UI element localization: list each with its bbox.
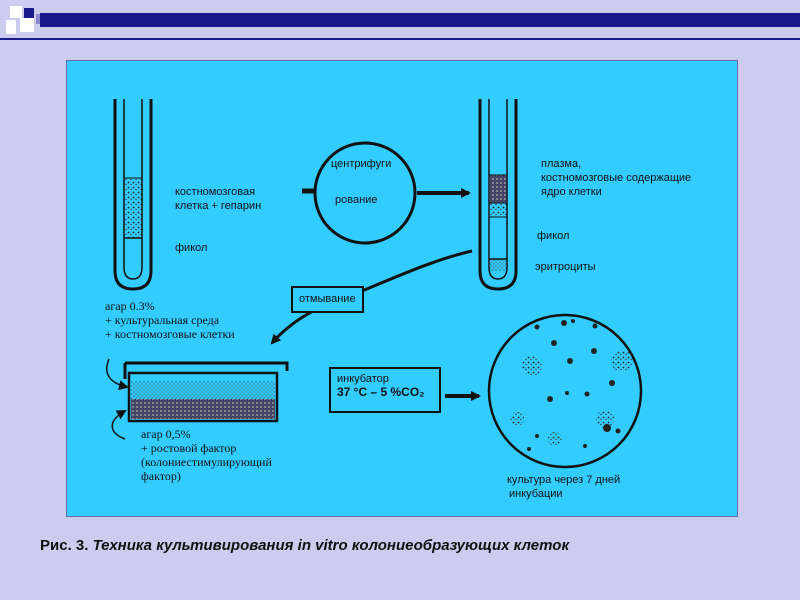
agar-top-line1: агар 0.3% [105,299,155,313]
pointer-bottom-agar [111,410,127,440]
title-divider [0,38,800,40]
centrifuge-label-line1: центрифуги [331,158,392,170]
bone-marrow-label-line2: клетка + гепарин [175,200,262,212]
agar-bottom-line1: агар 0,5% [141,427,191,441]
agar-bottom-line4: фактор) [141,469,181,483]
decor-square-1 [10,6,22,18]
agar-bottom-line2: + ростовой фактор [141,441,237,455]
decor-square-3 [24,8,34,18]
washing-box: отмывание [291,286,364,313]
centrifuge-label-line2: рование [335,194,378,206]
culture-plate [487,313,643,469]
decor-square-5 [6,20,16,34]
culture-dish [123,361,289,423]
agar-top-line3: + костномозговые клетки [105,327,235,341]
agar-top-label: агар 0.3% + культуральная среда + костно… [105,299,235,341]
incubator-title: инкубатор [337,373,389,385]
culture-label-line1: культура через 7 дней [507,474,621,486]
diagram-drawing [106,99,643,469]
diagram-figure: костномозговая клетка + гепарин фикол це… [66,60,738,517]
pointer-top-agar [106,358,129,391]
left-test-tube [113,99,153,291]
plasma-label-line1: плазма, [541,158,582,170]
decor-square-2 [20,18,34,32]
agar-top-line2: + культуральная среда [105,313,220,327]
plasma-label: плазма, костномозговые содержащие ядро к… [541,157,691,199]
bone-marrow-label: костномозговая клетка + гепарин [175,185,261,213]
erythrocytes-label: эритроциты [535,261,596,273]
bone-marrow-label-line1: костномозговая [175,186,256,198]
ficoll-left-label: фикол [175,242,208,254]
culture-label-line2: инкубации [509,488,563,500]
culture-label: культура через 7 дней инкубации [507,473,620,501]
caption-prefix: Рис. 3. [40,537,89,554]
title-bar [40,13,800,27]
incubator-box: инкубатор 37 °C – 5 %CO₂ [329,367,441,413]
plasma-label-line2: костномозговые содержащие [541,172,692,184]
figure-caption: Рис. 3. Техника культивирования in vitro… [40,537,780,554]
plasma-label-line3: ядро клетки [541,186,602,198]
right-test-tube [478,99,518,291]
incubator-conditions: 37 °C – 5 %CO₂ [337,385,425,399]
caption-text: Техника культивирования in vitro колоние… [92,537,570,554]
agar-bottom-label: агар 0,5% + ростовой фактор (колониестим… [141,427,272,483]
agar-bottom-line3: (колониестимулирующий [141,455,272,469]
centrifuge-circle [313,141,417,245]
ficoll-right-label: фикол [537,230,570,242]
